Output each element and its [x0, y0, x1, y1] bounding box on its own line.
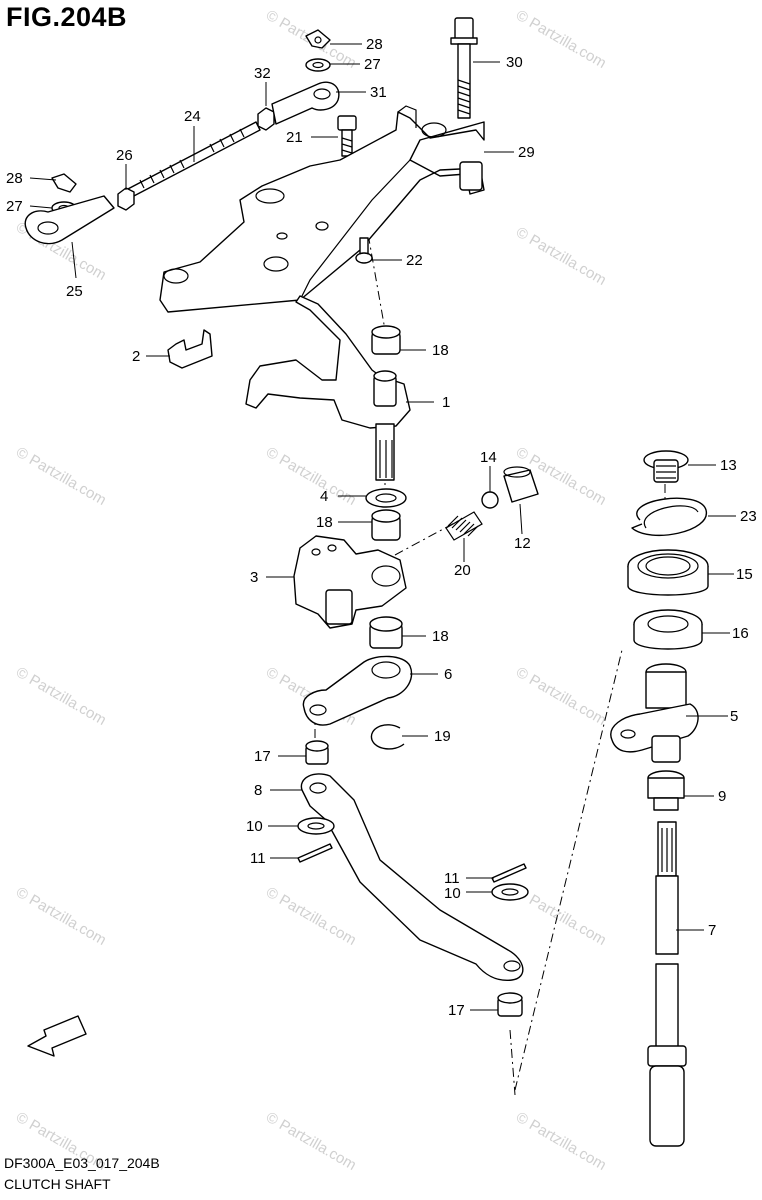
callout-22: 22 — [406, 252, 423, 269]
fwd-arrow: FWD — [27, 1015, 87, 1057]
part-4-washer — [365, 488, 407, 508]
part-13-plug — [643, 450, 689, 483]
part-17-bushing-low — [497, 992, 523, 1017]
callout-13: 13 — [720, 457, 737, 474]
part-5-holder — [610, 663, 699, 763]
part-19-circlip — [370, 724, 405, 750]
watermark: © Partzilla.com — [513, 7, 609, 72]
leader-lines — [29, 43, 736, 1011]
part-14-ball — [481, 491, 499, 509]
callout-10-right: 10 — [444, 885, 461, 902]
callout-10-left: 10 — [246, 818, 263, 835]
callout-labels: 28 27 32 31 30 24 21 29 26 28 27 25 22 2… — [6, 36, 757, 1019]
part-27-washer — [305, 58, 331, 72]
part-8-link — [300, 773, 524, 981]
callout-32: 32 — [254, 65, 271, 82]
callout-12: 12 — [514, 535, 531, 552]
callout-25: 25 — [66, 283, 83, 300]
callout-3: 3 — [250, 569, 258, 586]
part-18-bushing-low — [369, 616, 403, 649]
part-26-nut — [117, 187, 135, 211]
callout-28: 28 — [366, 36, 383, 53]
callout-18-mid: 18 — [316, 514, 333, 531]
callout-11-right: 11 — [444, 870, 460, 887]
watermark: © Partzilla.com — [13, 884, 109, 949]
part-18-bushing-mid — [371, 509, 401, 541]
part-7-shaft — [647, 821, 687, 1147]
callout-7: 7 — [708, 922, 716, 939]
callout-18-upper: 18 — [432, 342, 449, 359]
part-3-housing — [293, 535, 407, 629]
part-10-washer — [297, 817, 335, 835]
callout-26: 26 — [116, 147, 133, 164]
part-15-bearing — [627, 549, 709, 596]
callout-31: 31 — [370, 84, 387, 101]
callout-18-low: 18 — [432, 628, 449, 645]
part-31-rod-end — [271, 81, 340, 125]
part-30-bolt — [450, 17, 478, 119]
callout-21: 21 — [286, 129, 303, 146]
part-23-snap-ring — [631, 497, 707, 536]
part-22-bolt — [355, 237, 373, 264]
watermark: © Partzilla.com — [513, 224, 609, 289]
callout-16: 16 — [732, 625, 749, 642]
callout-27: 27 — [364, 56, 381, 73]
callout-17-lower: 17 — [448, 1002, 465, 1019]
watermark: © Partzilla.com — [263, 884, 359, 949]
part-16-seal — [633, 609, 703, 650]
callout-29: 29 — [518, 144, 535, 161]
callout-30: 30 — [506, 54, 523, 71]
part-11-pin — [297, 843, 333, 863]
part-25-rod-end — [24, 195, 115, 245]
part-28-clip-left — [51, 173, 77, 193]
callout-8: 8 — [254, 782, 262, 799]
watermark: © Partzilla.com — [13, 664, 109, 729]
callout-19: 19 — [434, 728, 451, 745]
diagram-name: CLUTCH SHAFT — [4, 1176, 111, 1192]
callout-4: 4 — [320, 488, 328, 505]
part-24-threaded-rod — [125, 121, 261, 199]
callout-27-left: 27 — [6, 198, 23, 215]
callout-1: 1 — [442, 394, 450, 411]
callout-9: 9 — [718, 788, 726, 805]
callout-24: 24 — [184, 108, 201, 125]
model-code: DF300A_E03_017_204B — [4, 1155, 160, 1171]
part-10-washer-right — [491, 883, 529, 901]
part-18-bushing — [371, 325, 401, 355]
callout-23: 23 — [740, 508, 757, 525]
part-11-pin-right — [491, 863, 527, 883]
part-28-clip — [305, 29, 331, 49]
part-9-bushing — [647, 770, 685, 811]
watermark: © Partzilla.com — [513, 664, 609, 729]
watermark: © Partzilla.com — [263, 444, 359, 509]
watermark: © Partzilla.com — [13, 444, 109, 509]
callout-28-left: 28 — [6, 170, 23, 187]
watermark: © Partzilla.com — [513, 1109, 609, 1174]
part-6-lever — [302, 655, 413, 726]
callout-11-left: 11 — [250, 850, 266, 867]
part-20-spring — [445, 511, 483, 541]
part-17-bushing — [305, 740, 329, 765]
part-12-sleeve — [503, 466, 539, 503]
callout-14: 14 — [480, 449, 497, 466]
watermark: © Partzilla.com — [263, 1109, 359, 1174]
part-21-bolt — [337, 115, 357, 157]
callout-5: 5 — [730, 708, 738, 725]
part-2-clip — [167, 329, 213, 369]
callout-15: 15 — [736, 566, 753, 583]
callout-20: 20 — [454, 562, 471, 579]
part-32-nut — [257, 107, 275, 131]
figure-title: FIG.204B — [6, 2, 128, 32]
part-1-shift-lever — [245, 295, 411, 481]
callout-6: 6 — [444, 666, 452, 683]
callout-2: 2 — [132, 348, 140, 365]
callout-17-upper: 17 — [254, 748, 271, 765]
part-29-bracket — [159, 105, 485, 313]
